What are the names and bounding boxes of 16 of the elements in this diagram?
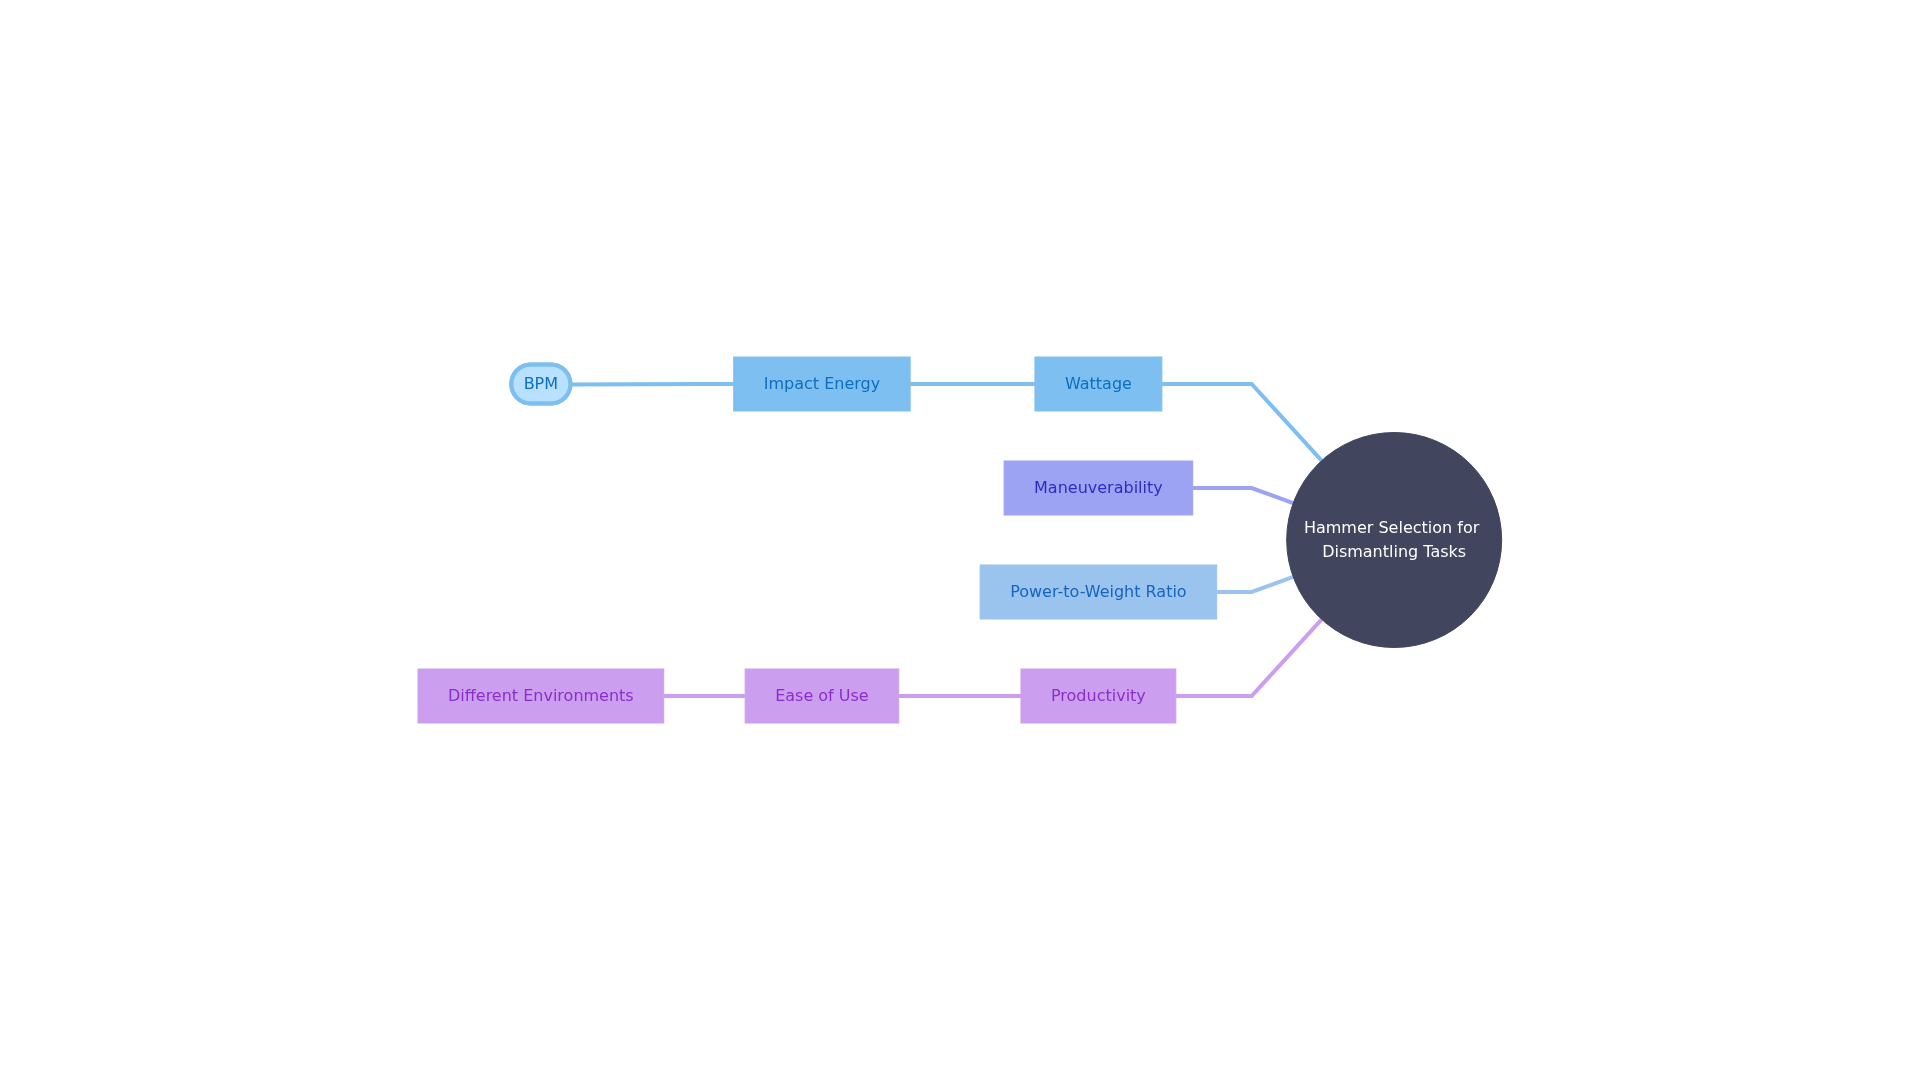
node-box: Different Environments	[417, 668, 665, 724]
connector	[663, 694, 746, 698]
connector	[1192, 486, 1295, 506]
connector	[1216, 574, 1295, 594]
node-box: Productivity	[1020, 668, 1177, 724]
node-box: Maneuverability	[1003, 460, 1194, 516]
node-box: Power-to-Weight Ratio	[979, 564, 1218, 620]
connector	[571, 382, 734, 387]
node-box: Ease of Use	[744, 668, 900, 724]
node-circle: Hammer Selection for Dismantling Tasks	[1286, 432, 1503, 648]
node-box: Wattage	[1034, 356, 1163, 412]
node-box: Impact Energy	[733, 356, 911, 412]
connector	[910, 382, 1036, 386]
connector	[898, 694, 1022, 698]
connector	[1162, 382, 1324, 462]
connector	[1176, 618, 1324, 698]
